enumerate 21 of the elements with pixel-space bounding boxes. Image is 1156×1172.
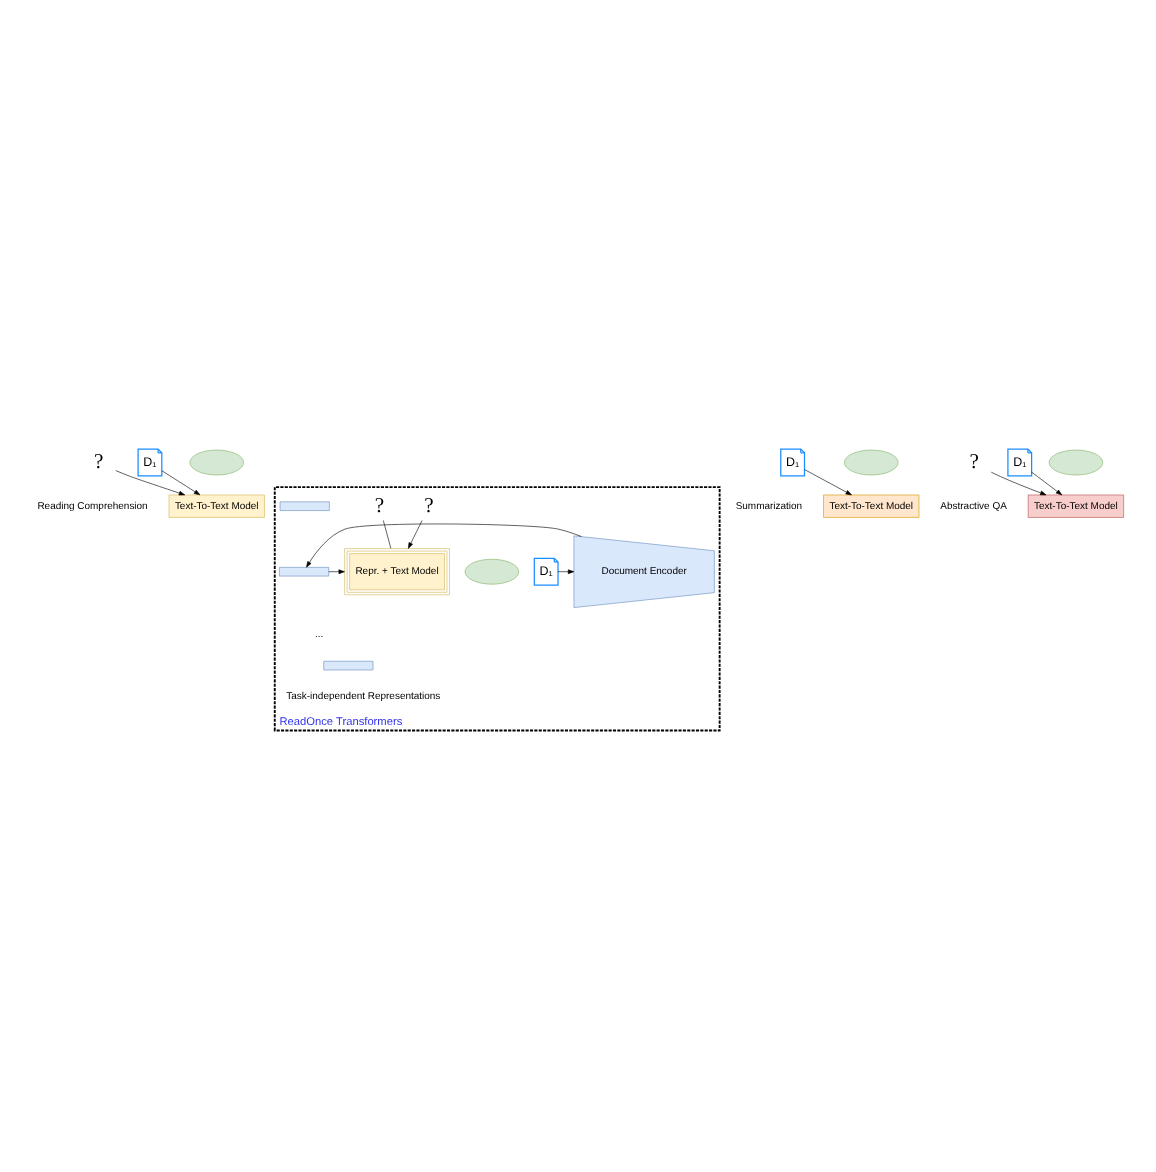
node-text: ?	[374, 494, 385, 517]
arrow	[161, 469, 201, 495]
node-text: ?	[424, 494, 434, 517]
arrow	[328, 568, 345, 573]
node-bubble	[1048, 448, 1104, 475]
arrow	[1031, 470, 1063, 495]
node-bubble	[464, 557, 520, 584]
node-text: ?	[94, 450, 104, 473]
connector	[382, 519, 392, 548]
node-text: ?	[969, 450, 979, 473]
arrow	[991, 470, 1047, 495]
node-bubble	[844, 448, 899, 475]
node-bubble	[189, 448, 244, 475]
arrow	[408, 519, 423, 548]
arrow	[557, 568, 575, 573]
arrow	[115, 469, 186, 495]
node-bar	[279, 566, 330, 576]
node-bar	[323, 659, 374, 670]
arrow	[804, 468, 852, 495]
node-bar	[279, 500, 330, 510]
arrow	[306, 522, 582, 567]
